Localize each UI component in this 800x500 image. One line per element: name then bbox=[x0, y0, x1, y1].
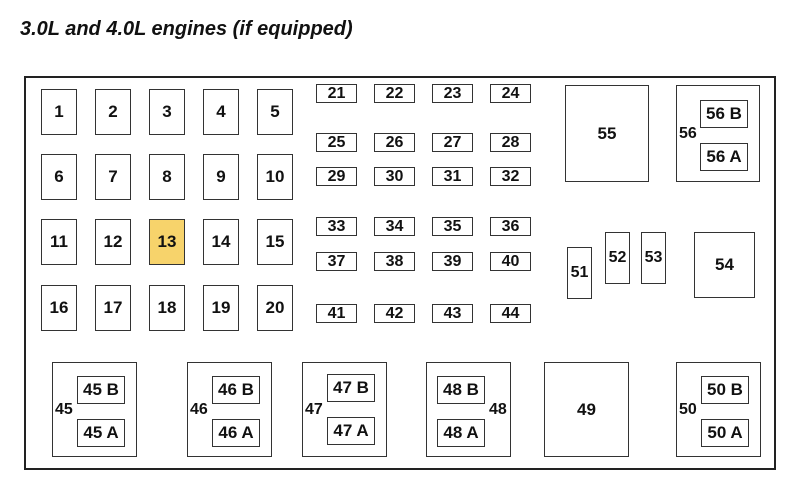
fuse-33: 33 bbox=[316, 217, 357, 236]
relay-50-b: 50 B bbox=[701, 376, 749, 404]
fuse-31: 31 bbox=[432, 167, 473, 186]
fuse-8: 8 bbox=[149, 154, 185, 200]
relay-47-b: 47 B bbox=[327, 374, 375, 402]
fuse-49: 49 bbox=[544, 362, 629, 457]
relay-47-label: 47 bbox=[305, 401, 323, 418]
fuse-12: 12 bbox=[95, 219, 131, 265]
fuse-32: 32 bbox=[490, 167, 531, 186]
fuse-30: 30 bbox=[374, 167, 415, 186]
relay-56-label: 56 bbox=[679, 125, 697, 142]
fuse-2: 2 bbox=[95, 89, 131, 135]
relay-45-b: 45 B bbox=[77, 376, 125, 404]
relay-48-a: 48 A bbox=[437, 419, 485, 447]
relay-56-b: 56 B bbox=[700, 100, 748, 128]
relay-45-a: 45 A bbox=[77, 419, 125, 447]
fuse-42: 42 bbox=[374, 304, 415, 323]
fuse-34: 34 bbox=[374, 217, 415, 236]
fuse-29: 29 bbox=[316, 167, 357, 186]
fuse-5: 5 bbox=[257, 89, 293, 135]
fuse-27: 27 bbox=[432, 133, 473, 152]
fuse-52: 52 bbox=[605, 232, 630, 284]
fuse-24: 24 bbox=[490, 84, 531, 103]
fuse-44: 44 bbox=[490, 304, 531, 323]
fuse-19: 19 bbox=[203, 285, 239, 331]
relay-48-label: 48 bbox=[489, 401, 507, 418]
fuse-41: 41 bbox=[316, 304, 357, 323]
relay-47-a: 47 A bbox=[327, 417, 375, 445]
relay-46-b: 46 B bbox=[212, 376, 260, 404]
fuse-55: 55 bbox=[565, 85, 649, 182]
fuse-37: 37 bbox=[316, 252, 357, 271]
fuse-7: 7 bbox=[95, 154, 131, 200]
fuse-20: 20 bbox=[257, 285, 293, 331]
fuse-9: 9 bbox=[203, 154, 239, 200]
relay-50-a: 50 A bbox=[701, 419, 749, 447]
diagram-title: 3.0L and 4.0L engines (if equipped) bbox=[20, 18, 353, 40]
fuse-51: 51 bbox=[567, 247, 592, 299]
fuse-53: 53 bbox=[641, 232, 666, 284]
fuse-40: 40 bbox=[490, 252, 531, 271]
relay-45-label: 45 bbox=[55, 401, 73, 418]
fuse-panel-frame bbox=[24, 76, 776, 470]
fuse-36: 36 bbox=[490, 217, 531, 236]
fuse-14: 14 bbox=[203, 219, 239, 265]
fuse-38: 38 bbox=[374, 252, 415, 271]
fuse-10: 10 bbox=[257, 154, 293, 200]
fuse-43: 43 bbox=[432, 304, 473, 323]
fuse-17: 17 bbox=[95, 285, 131, 331]
fuse-6: 6 bbox=[41, 154, 77, 200]
fuse-13-highlighted: 13 bbox=[149, 219, 185, 265]
fuse-16: 16 bbox=[41, 285, 77, 331]
relay-48-b: 48 B bbox=[437, 376, 485, 404]
fuse-22: 22 bbox=[374, 84, 415, 103]
fuse-25: 25 bbox=[316, 133, 357, 152]
fuse-26: 26 bbox=[374, 133, 415, 152]
relay-50-label: 50 bbox=[679, 401, 697, 418]
fuse-3: 3 bbox=[149, 89, 185, 135]
fuse-18: 18 bbox=[149, 285, 185, 331]
fuse-35: 35 bbox=[432, 217, 473, 236]
fuse-28: 28 bbox=[490, 133, 531, 152]
relay-46-label: 46 bbox=[190, 401, 208, 418]
relay-56-a: 56 A bbox=[700, 143, 748, 171]
relay-46-a: 46 A bbox=[212, 419, 260, 447]
fuse-1: 1 bbox=[41, 89, 77, 135]
fuse-54: 54 bbox=[694, 232, 755, 298]
fuse-11: 11 bbox=[41, 219, 77, 265]
fuse-21: 21 bbox=[316, 84, 357, 103]
fuse-15: 15 bbox=[257, 219, 293, 265]
fuse-39: 39 bbox=[432, 252, 473, 271]
fuse-23: 23 bbox=[432, 84, 473, 103]
fuse-4: 4 bbox=[203, 89, 239, 135]
